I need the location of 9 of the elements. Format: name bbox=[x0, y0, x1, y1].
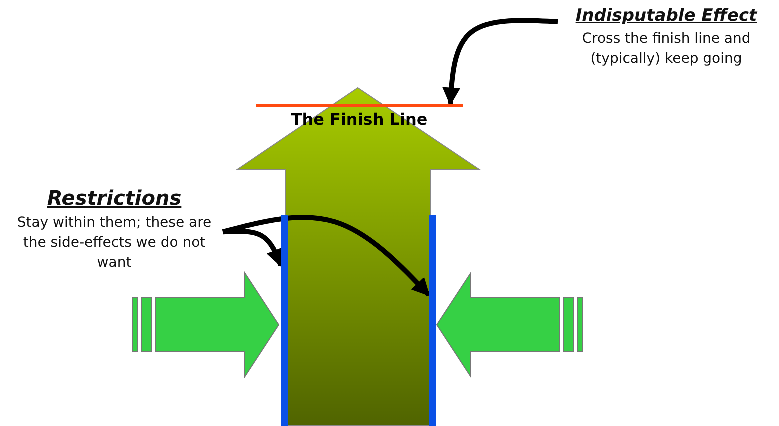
callout-description: Stay within them; these are the side-effects we do not want bbox=[16, 214, 213, 273]
callout-heading: Indisputable Effect bbox=[576, 6, 758, 26]
curved-arrow bbox=[222, 228, 284, 268]
boundary-bar bbox=[429, 215, 436, 426]
boundary-bar bbox=[281, 215, 288, 426]
curved-arrow bbox=[442, 18, 558, 106]
callout-description: Cross the finish line and (typically) keep going bbox=[581, 30, 752, 69]
callout-heading: Restrictions bbox=[47, 186, 182, 210]
curved-arrow bbox=[222, 215, 431, 297]
